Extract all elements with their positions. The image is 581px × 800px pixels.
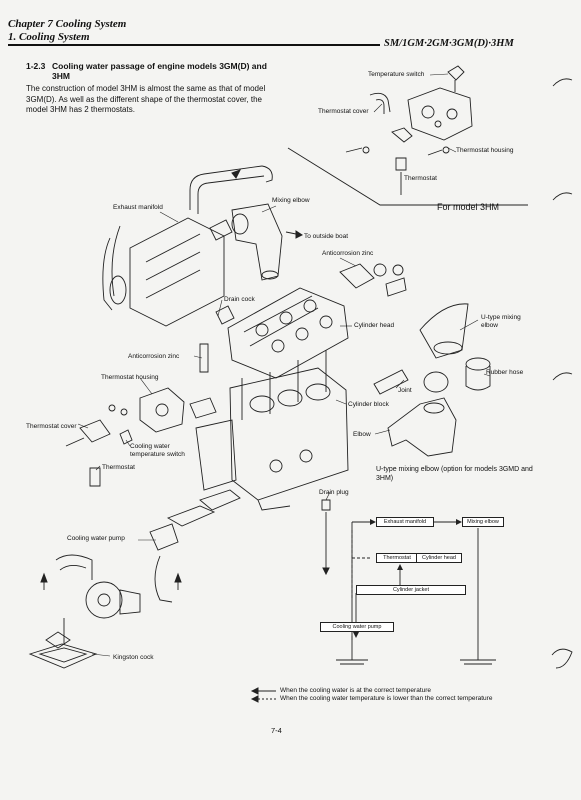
legend-dashed: When the cooling water temperature is lo… [280, 695, 493, 702]
inset-thermostat-icon [395, 157, 407, 171]
label-cylinder-head: Cylinder head [354, 322, 395, 329]
flow-box-exhaust-manifold: Exhaust manifold [376, 517, 434, 527]
label-cooling-water-temp-switch: Cooling water temperature switch [130, 443, 185, 458]
joint-icon [373, 369, 409, 395]
inset-label-temperature-switch: Temperature switch [368, 71, 425, 78]
thermostat-icon [89, 467, 101, 487]
label-mixing-elbow: Mixing elbow [272, 197, 310, 204]
label-thermostat: Thermostat [102, 464, 135, 471]
label-joint: Joint [398, 387, 412, 394]
anticorrosion-zinc-top-icon [339, 263, 375, 289]
body-paragraph: The construction of model 3HM is almost … [26, 84, 266, 114]
label-exhaust-manifold: Exhaust manifold [113, 204, 163, 211]
section-subtitle: 1. Cooling System [8, 31, 90, 43]
page-number: 7-4 [271, 726, 282, 735]
inset-thermostat-cover-icon [369, 92, 391, 113]
cylinder-block-icon [229, 367, 349, 501]
label-thermostat-cover: Thermostat cover [26, 423, 77, 430]
cylinder-head-icon [227, 287, 349, 379]
inset-divider-line [287, 147, 528, 206]
rubber-hose-icon [465, 357, 491, 371]
label-to-outside-boat: To outside boat [304, 233, 349, 240]
thermostat-housing-icon [139, 387, 185, 433]
flow-box-mixing-elbow: Mixing elbow [462, 517, 504, 527]
label-u-type-mixing-elbow: U-type mixing elbow [481, 314, 521, 329]
exhaust-manifold-icon [129, 217, 225, 327]
section-heading: Cooling water passage of engine models 3… [52, 61, 267, 81]
label-thermostat-housing: Thermostat housing [101, 374, 159, 381]
label-elbow: Elbow [353, 431, 371, 438]
inset-label-thermostat: Thermostat [404, 175, 437, 182]
inset-thermostat-housing-icon [407, 87, 473, 141]
label-u-type-option: U-type mixing elbow (option for models 3… [376, 466, 533, 482]
chapter-title: Chapter 7 Cooling System [8, 18, 127, 30]
legend-solid: When the cooling water is at the correct… [280, 687, 432, 694]
elbow-icon [387, 397, 457, 457]
anticorrosion-zinc-left-icon [199, 343, 209, 373]
label-drain-cock: Drain cock [224, 296, 255, 303]
cooling-water-pump-icon [85, 581, 123, 619]
inset-label-thermostat-housing: Thermostat housing [456, 147, 514, 154]
label-kingston-cock: Kingston cock [113, 654, 154, 661]
model-list: SM/1GM·2GM·3GM(D)·3HM [384, 38, 514, 49]
label-cooling-water-pump: Cooling water pump [67, 535, 125, 542]
section-number: 1-2.3 [26, 61, 46, 71]
inset-caption: For model 3HM [437, 202, 500, 212]
inset-temperature-switch-icon [447, 65, 465, 81]
mixing-elbow-icon [231, 203, 283, 281]
u-type-mixing-elbow-icon [419, 303, 469, 359]
kingston-cock-icon [28, 643, 98, 669]
flow-box-cylinder-head: Cylinder head [416, 553, 462, 563]
drain-plug-icon [321, 499, 331, 511]
label-anticorrosion-zinc-top: Anticorrosion zinc [322, 250, 374, 257]
header-rule [8, 44, 380, 46]
flow-box-cylinder-jacket: Cylinder jacket [356, 585, 466, 595]
thermostat-cover-icon [79, 419, 111, 443]
flow-box-cooling-water-pump: Cooling water pump [320, 622, 394, 632]
label-drain-plug: Drain plug [319, 489, 349, 496]
inset-label-thermostat-cover: Thermostat cover [318, 108, 369, 115]
label-cylinder-block: Cylinder block [348, 401, 389, 408]
flow-box-thermostat: Thermostat [376, 553, 418, 563]
label-anticorrosion-zinc-left: Anticorrosion zinc [128, 353, 180, 360]
label-rubber-hose: Rubber hose [486, 369, 524, 376]
temperature-switch-icon [119, 429, 133, 445]
